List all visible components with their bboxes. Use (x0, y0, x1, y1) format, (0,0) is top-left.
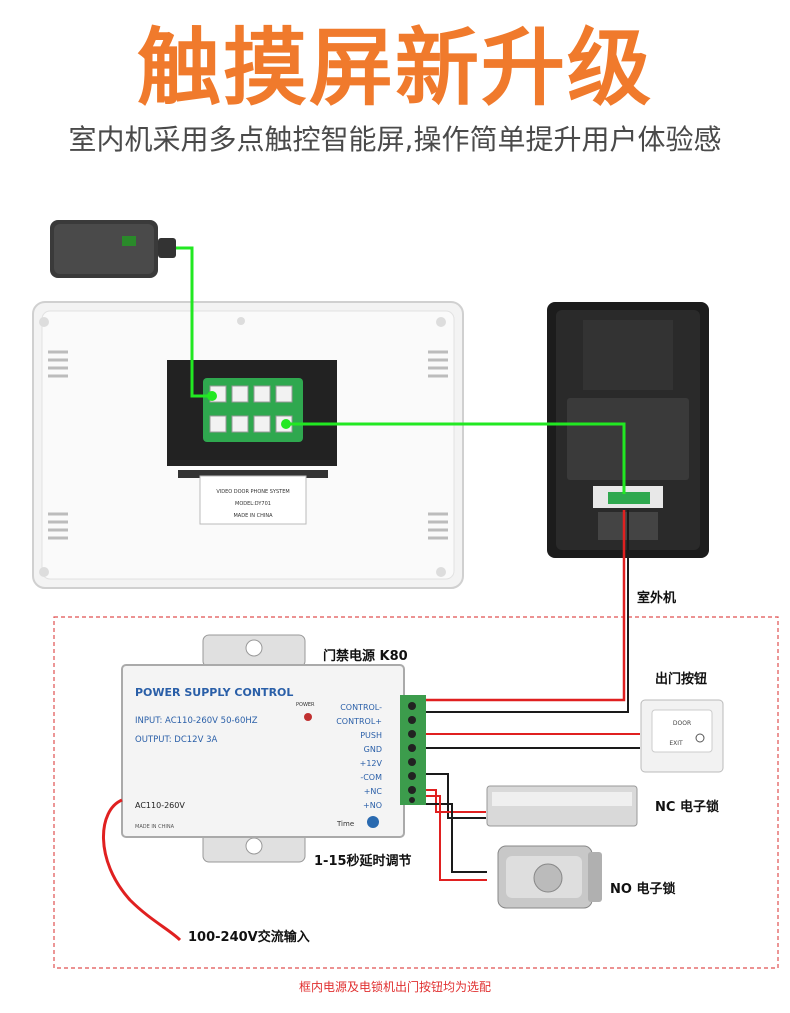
nc-lock-label: NC 电子锁 (655, 799, 719, 815)
terminal-label-12v: +12V (360, 759, 383, 768)
psu-time-label: Time (336, 820, 354, 828)
optional-box (53, 616, 779, 969)
exit-button-title: 出门按钮 (655, 671, 707, 687)
terminal-label-no: +NO (363, 801, 382, 810)
ac-input-cable (102, 798, 182, 942)
monitor-label-line3: MADE IN CHINA (233, 513, 273, 519)
monitor-label-line1: VIDEO DOOR PHONE SYSTEM (216, 489, 289, 495)
exit-button-door-text: DOOR (673, 720, 691, 727)
terminal-label-control-plus: CONTROL+ (336, 717, 382, 726)
wire-end (207, 391, 217, 401)
exit-button: DOOR EXIT (640, 699, 724, 773)
vent-slots (48, 350, 448, 540)
terminal-label-com: -COM (360, 773, 382, 782)
terminal-label-gnd: GND (364, 745, 382, 754)
wire-end (281, 419, 291, 429)
ac-input-label: 100-240V交流输入 (188, 929, 310, 945)
psu-output: OUTPUT: DC12V 3A (135, 735, 217, 745)
nc-lock (486, 785, 638, 827)
power-supply-module (121, 634, 426, 863)
outdoor-station (547, 302, 709, 558)
indoor-monitor: VIDEO DOOR PHONE SYSTEM MODEL:DY701 MADE… (32, 301, 464, 589)
terminal-label-push: PUSH (360, 731, 382, 740)
psu-title-label: 门禁电源 K80 (323, 648, 408, 664)
terminal-ports (209, 385, 293, 433)
exit-button-wires (426, 733, 640, 749)
outdoor-label: 室外机 (637, 590, 676, 606)
exit-button-exit-text: EXIT (669, 740, 683, 747)
black-wire (426, 510, 629, 713)
power-adapter (50, 220, 176, 278)
terminal-labels: CONTROL- CONTROL+ PUSH GND +12V -COM +NC… (336, 703, 382, 810)
psu-ac-label: AC110-260V (135, 801, 185, 810)
page-title: 触摸屏新升级 (136, 19, 653, 117)
key-icon (695, 733, 705, 743)
psu-made-in: MADE IN CHINA (135, 824, 175, 830)
psu-power-led-label: POWER (296, 702, 315, 708)
nc-lock-wires (426, 773, 486, 819)
no-lock (497, 845, 602, 909)
footer-note: 框内电源及电锁机出门按钮均为选配 (299, 979, 491, 994)
psu-input: INPUT: AC110-260V 50-60HZ (135, 716, 258, 726)
delay-label: 1-15秒延时调节 (314, 853, 412, 869)
terminal-label-control-minus: CONTROL- (340, 703, 382, 712)
page-subtitle: 室内机采用多点触控智能屏,操作简单提升用户体验感 (68, 123, 722, 156)
psu-brand: POWER SUPPLY CONTROL (135, 686, 293, 699)
red-wire (426, 510, 626, 702)
no-lock-wires (426, 795, 487, 881)
terminal-label-nc: +NC (364, 787, 383, 796)
no-lock-label: NO 电子锁 (610, 881, 675, 897)
green-wires (176, 246, 626, 494)
monitor-label-line2: MODEL:DY701 (235, 501, 271, 507)
